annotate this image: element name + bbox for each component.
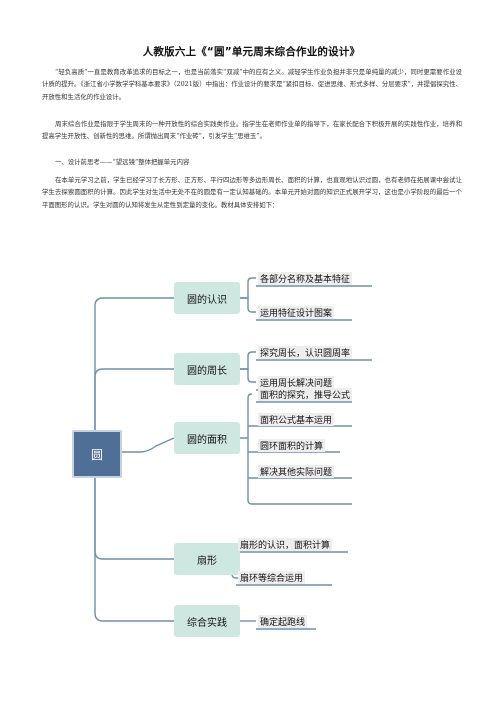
connector-b3	[240, 393, 253, 439]
connector-b2-l2	[240, 368, 256, 383]
connector-root-b5	[94, 474, 174, 622]
leaf-annulus-area: 圆环面积的计算	[258, 439, 326, 452]
document-title: 人教版六上《“圆”单元周末综合作业的设计》	[142, 46, 361, 58]
connector-root-b2	[94, 368, 174, 430]
branch-practice: 综合实践	[174, 605, 240, 637]
leaf-area-formula: 面积公式基本运用	[258, 413, 335, 426]
paragraph-weekend-homework: 周末综合作业是指限于学生周末的一种开放性的综合实践类作业。指学生在老师作业单的指…	[42, 120, 462, 141]
connector-b1-l1	[240, 277, 256, 299]
connector-b2-l1	[240, 351, 256, 370]
branch-circumference: 圆的周长	[174, 353, 240, 385]
branch-area: 圆的面积	[174, 422, 240, 454]
branch-circle-concept: 圆的认识	[174, 282, 240, 314]
section-heading: 一、设计前思考——“望远镜”整体把握单元内容	[55, 158, 190, 166]
leaf-explore-perimeter: 探究周长，认识圆周率	[258, 346, 353, 359]
leaf-other-problems: 解决其他实际问题	[258, 465, 335, 478]
connector-b1-l2	[240, 297, 256, 313]
connector-root-b3	[118, 437, 175, 453]
mindmap-root: 圆	[72, 430, 122, 478]
connector-root-b1	[94, 297, 174, 430]
leaf-starting-line: 确定起跑线	[258, 615, 308, 628]
connector-root-b4	[94, 474, 174, 560]
paragraph-unit-analysis: 在本单元学习之前，学生已经学习了长方形、正方形、平行四边形等多边形周长、面积的计…	[42, 176, 462, 209]
paragraph-intro: “轻负高质”一直是教育改革追求的目标之一，也是当前落实“双减”中的应有之义。减轻…	[42, 68, 462, 101]
leaf-sector-ring: 扇环等综合运用	[238, 571, 306, 584]
leaf-perimeter-problems: 运用周长解决问题	[258, 376, 335, 389]
leaf-design-pattern: 运用特征设计图案	[258, 306, 335, 319]
leaf-area-derivation: 面积的探究，推导公式	[258, 388, 353, 401]
leaf-parts-features: 各部分名称及基本特征	[258, 272, 353, 285]
leaf-sector-area: 扇形的认识，面积计算	[238, 538, 333, 551]
branch-sector: 扇形	[174, 543, 240, 575]
